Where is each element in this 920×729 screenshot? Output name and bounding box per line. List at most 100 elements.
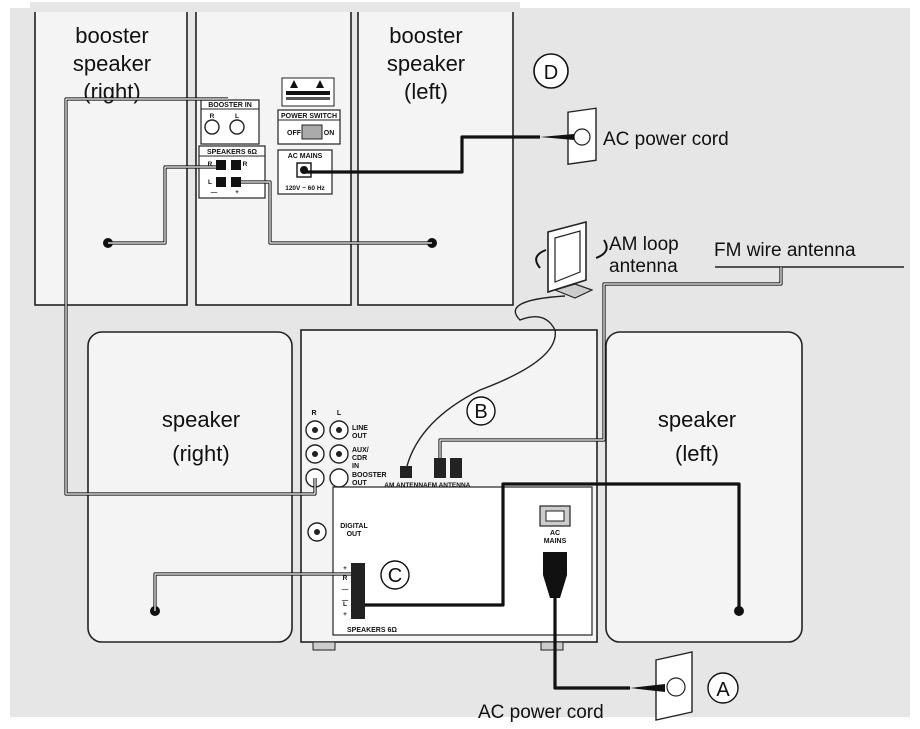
wall-outlet-bottom-icon [630,651,693,721]
wall-outlet-top-icon [540,107,597,165]
ac-power-cord-top-label: AC power cord [603,129,729,150]
am-antenna-terminal [400,466,412,478]
ac-power-cord-bottom-label: AC power cord [478,702,604,723]
main-ac-label-1: AC [550,530,560,537]
wire-fm-antenna-core [439,267,782,458]
booster-speaker-left-box [357,4,514,306]
booster-speakers-plus: + [235,189,239,196]
top-cut [30,2,520,12]
booster-in-jack-r [204,119,220,135]
line-out-jack-l-pin [336,427,342,433]
booster-speakers-r: R [208,161,213,168]
fm-wire-label: FM wire antenna [714,240,856,261]
aux-label-2: CDR [352,455,367,462]
power-switch-off: OFF [287,130,302,137]
wire-speaker-right-core [154,573,351,611]
main-unit-foot-left [312,641,336,651]
main-terminal-minus-1: — [342,586,349,593]
speaker-left-label-1: speaker [658,407,736,432]
wire-booster-in-r-core [65,98,316,495]
callout-a-circle [707,672,739,704]
am-antenna-label: AM ANTENNA [384,482,428,489]
aux-jack-r-pin [312,451,318,457]
am-loop-label-1: AM loop [609,234,679,255]
warning-label-icon [281,77,335,107]
booster-ac-mains-label: AC MAINS [288,153,323,160]
callout-c-label: C [388,565,402,587]
booster-speakers-l: L [208,179,212,186]
main-terminal-minus-2: — [342,597,349,604]
wire-speaker-left [365,482,741,611]
line-out-label-1: LINE [352,425,368,432]
digital-out-jack-pin [314,529,320,535]
digital-out-label-2: OUT [347,531,363,538]
booster-right-label-2: speaker [73,51,151,76]
main-terminal-r: R [343,575,348,582]
booster-out-jack-l [329,468,349,488]
digital-out-label-1: DIGITAL [340,523,368,530]
wire-am-antenna [406,295,566,467]
wire-booster-left-core [241,181,432,244]
callout-d-circle [533,53,569,89]
main-terminal-l: L [343,601,347,608]
line-out-jack-r-pin [312,427,318,433]
booster-speakers-label: SPEAKERS 6Ω [207,149,257,156]
callout-c-circle [380,560,410,590]
main-speaker-terminal-block [351,563,365,619]
fm-antenna-terminal-1 [434,458,446,478]
wire-booster-right-core [108,166,216,244]
main-ac-socket-inner [545,510,565,522]
main-terminal-plus-2: + [343,611,347,618]
aux-label-1: AUX/ [352,447,369,454]
wire-booster-ac [304,135,540,174]
power-switch-label: POWER SWITCH [281,113,337,120]
speaker-right-label-2: (right) [172,441,229,466]
speaker-left-label-2: (left) [675,441,719,466]
fm-antenna-label: FM ANTENNA [428,482,471,489]
booster-terminal-l-neg [216,177,226,187]
booster-speakers-panel [198,145,266,199]
line-out-label-2: OUT [352,433,368,440]
booster-speakers-minus: — [211,189,218,196]
main-ac-label-2: MAINS [544,538,567,545]
booster-in-l: L [235,113,239,120]
am-loop-label-2: antenna [609,256,678,277]
callout-d-label: D [544,62,558,84]
booster-left-label-2: speaker [387,51,465,76]
wire-main-ac [553,598,630,690]
speaker-right-box [87,331,293,643]
booster-speakers-r2: R [243,161,248,168]
speaker-right-label-1: speaker [162,407,240,432]
callout-b-label: B [474,401,487,423]
am-loop-antenna-icon [535,220,608,299]
main-speakers-label: SPEAKERS 6Ω [347,627,397,634]
speaker-left-box [605,331,803,643]
booster-voltage-label: 120V ~ 60 Hz [285,185,325,192]
aux-label-3: IN [352,463,359,470]
booster-out-label-2: OUT [352,480,368,487]
booster-right-label-1: booster [75,23,148,48]
booster-out-label-1: BOOSTER [352,472,387,479]
main-unit-foot-right [540,641,564,651]
main-terminal-plus-1: + [343,565,347,572]
booster-left-label-1: booster [389,23,462,48]
booster-terminal-r-neg [216,160,226,170]
fm-antenna-terminal-2 [450,458,462,478]
callout-b-circle [466,396,496,426]
main-l-label: L [337,410,342,417]
booster-in-jack-l [229,119,245,135]
aux-jack-l-pin [336,451,342,457]
booster-terminal-r-pos [231,160,241,170]
main-ac-plug [543,552,567,598]
power-switch-toggle[interactable] [301,124,323,140]
booster-speaker-right-box [34,4,188,306]
power-switch-on: ON [324,130,335,137]
callout-a-label: A [716,679,730,701]
booster-in-label: BOOSTER IN [208,102,252,109]
booster-terminal-l-pos [231,177,241,187]
main-r-label: R [311,410,316,417]
booster-left-label-3: (left) [404,79,448,104]
booster-in-r: R [210,113,215,120]
